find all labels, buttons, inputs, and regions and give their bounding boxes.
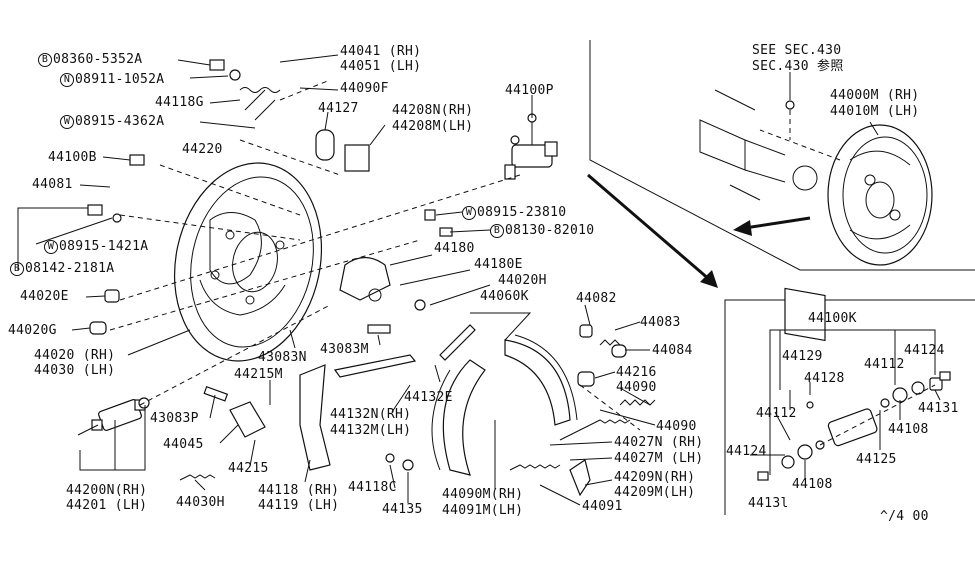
label-44108-b: 44108 bbox=[792, 477, 833, 492]
label-44180E: 44180E bbox=[474, 257, 523, 272]
label-44131-a: 44131 bbox=[918, 401, 959, 416]
label-44129: 44129 bbox=[782, 349, 823, 364]
label-44118G: 44118G bbox=[155, 95, 204, 110]
label-44041-rh: 44041 (RH) bbox=[340, 44, 422, 59]
label-44118C: 44118C bbox=[348, 480, 397, 495]
alignment-lines bbox=[109, 79, 936, 446]
label-44020H: 44020H bbox=[498, 273, 547, 288]
label-44090M-rh: 44090M(RH) bbox=[442, 487, 524, 502]
brake-assembly-icon bbox=[827, 124, 933, 266]
label-44020-rh: 44020 (RH) bbox=[34, 348, 116, 363]
label-44010M-lh: 44010M (LH) bbox=[830, 104, 920, 119]
label-44132N-rh: 44132N(RH) bbox=[330, 407, 412, 422]
label-44208M-lh: 44208M(LH) bbox=[392, 119, 474, 134]
label-44124-a: 44124 bbox=[904, 343, 945, 358]
label-43083N: 43083N bbox=[258, 350, 307, 365]
label-44201-lh: 44201 (LH) bbox=[66, 498, 148, 513]
label-44020E: 44020E bbox=[20, 289, 69, 304]
label-44215M: 44215M bbox=[234, 367, 283, 382]
label-44119-lh: 44119 (LH) bbox=[258, 498, 340, 513]
label-44030-lh: 44030 (LH) bbox=[34, 363, 116, 378]
fastener-icons bbox=[87, 59, 627, 497]
label-44090-a: 44090 bbox=[616, 380, 657, 395]
label-44000M-rh: 44000M (RH) bbox=[830, 88, 920, 103]
leader-lines bbox=[17, 54, 941, 506]
label-44128: 44128 bbox=[804, 371, 845, 386]
label-44051-lh: 44051 (LH) bbox=[340, 59, 422, 74]
label-43083M: 43083M bbox=[320, 342, 369, 357]
wheel-cylinder-left-icon bbox=[77, 397, 150, 436]
wheel-cylinder-parts-icon bbox=[757, 371, 951, 481]
label-44118-rh: 44118 (RH) bbox=[258, 483, 340, 498]
label-44100P: 44100P bbox=[505, 83, 554, 98]
label-44200N-rh: 44200N(RH) bbox=[66, 483, 148, 498]
label-44045: 44045 bbox=[163, 437, 204, 452]
label-44083: 44083 bbox=[640, 315, 681, 330]
diagram-code: ^/4 00 bbox=[880, 509, 929, 524]
wheel-cylinder-icon bbox=[504, 113, 558, 180]
label-44027M-lh: 44027M (LH) bbox=[614, 451, 704, 466]
label-44091: 44091 bbox=[582, 499, 623, 514]
label-44027N-rh: 44027N (RH) bbox=[614, 435, 704, 450]
label-44030H: 44030H bbox=[176, 495, 225, 510]
label-44125: 44125 bbox=[856, 452, 897, 467]
spring-icons bbox=[179, 87, 656, 481]
label-44091M-lh: 44091M(LH) bbox=[442, 503, 524, 518]
label-44209N-rh: 44209N(RH) bbox=[614, 470, 696, 485]
label-44216: 44216 bbox=[616, 365, 657, 380]
label-44082: 44082 bbox=[576, 291, 617, 306]
backing-plate-icon bbox=[173, 162, 323, 362]
label-44135: 44135 bbox=[382, 502, 423, 517]
label-44132M-lh: 44132M(LH) bbox=[330, 423, 412, 438]
label-44215: 44215 bbox=[228, 461, 269, 476]
inset-frames bbox=[589, 40, 975, 515]
label-44208N-rh: 44208N(RH) bbox=[392, 103, 474, 118]
label-44090F: 44090F bbox=[340, 81, 389, 96]
label-44209M-lh: 44209M(LH) bbox=[614, 485, 696, 500]
label-44081: 44081 bbox=[32, 177, 73, 192]
label-44112-a: 44112 bbox=[864, 357, 905, 372]
label-44100B: 44100B bbox=[48, 150, 97, 165]
label-44108-a: 44108 bbox=[888, 422, 929, 437]
label-see-sec-430: SEE SEC.430 bbox=[752, 43, 842, 58]
label-44090-b: 44090 bbox=[656, 419, 697, 434]
label-44124-b: 44124 bbox=[726, 444, 767, 459]
axle-housing-icon bbox=[699, 89, 826, 342]
label-44100K: 44100K bbox=[808, 311, 857, 326]
label-44220: 44220 bbox=[182, 142, 223, 157]
label-44131-b: 4413l bbox=[748, 496, 789, 511]
pointer-arrow-icon bbox=[587, 173, 811, 288]
label-43083P: 43083P bbox=[150, 411, 199, 426]
label-44060K: 44060K bbox=[480, 289, 529, 304]
label-sec-430-ref: SEC.430 参照 bbox=[752, 59, 844, 74]
label-44132E: 44132E bbox=[404, 390, 453, 405]
label-44180: 44180 bbox=[434, 241, 475, 256]
label-44127: 44127 bbox=[318, 101, 359, 116]
label-44020G: 44020G bbox=[8, 323, 57, 338]
label-44112-b: 44112 bbox=[756, 406, 797, 421]
label-44084: 44084 bbox=[652, 343, 693, 358]
brake-shoe-icon bbox=[431, 334, 578, 476]
adjuster-lever-icon bbox=[299, 256, 476, 471]
